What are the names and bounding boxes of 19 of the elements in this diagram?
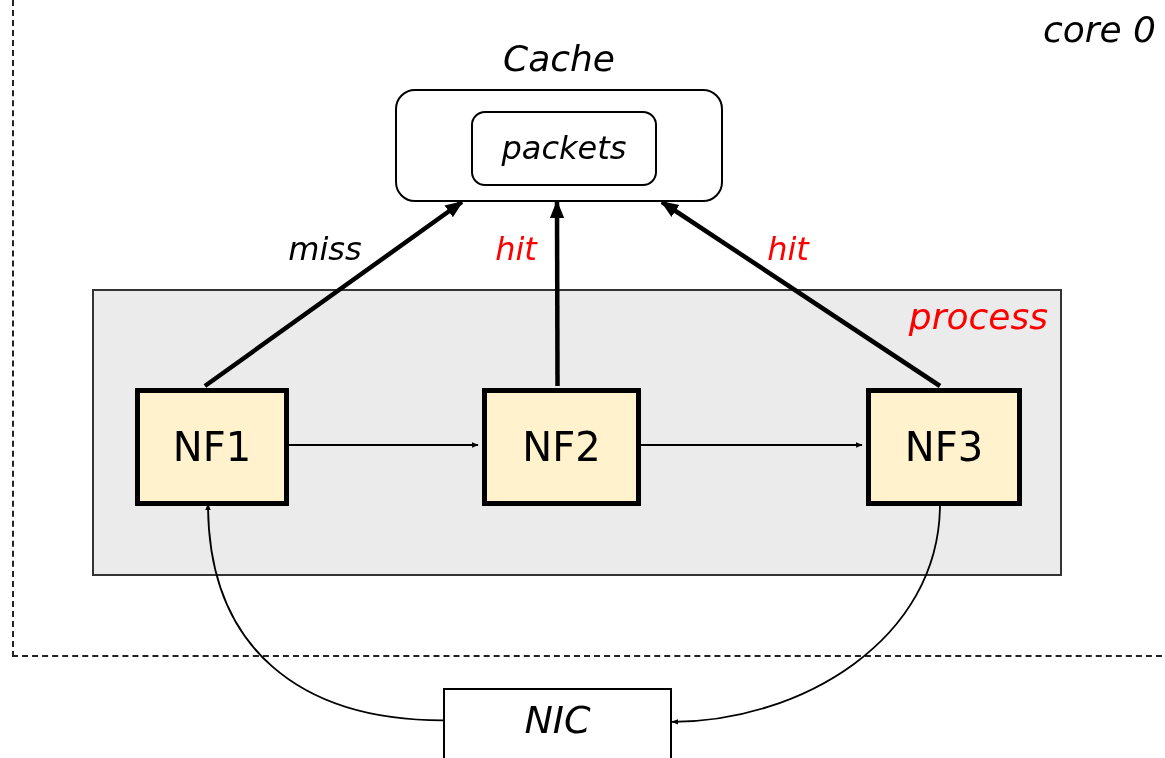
arrow [203, 200, 464, 388]
box-label: packets [501, 130, 627, 167]
process-box [482, 388, 641, 506]
shaded-band [92, 289, 1062, 576]
box-label: NIC [524, 700, 591, 742]
region-label: core 0 [1042, 10, 1156, 50]
arrow [549, 200, 565, 386]
arrow [671, 503, 941, 725]
box-label: NF1 [172, 425, 252, 469]
box [443, 688, 672, 758]
box-label: NF3 [904, 425, 984, 469]
box-label: NF2 [522, 425, 601, 469]
arrow [660, 200, 942, 388]
process-box [135, 388, 289, 506]
box-heading: Cache [503, 39, 615, 79]
arrow [205, 503, 444, 722]
rounded-box [471, 111, 657, 186]
process-box [866, 388, 1022, 506]
band-label: process [908, 297, 1048, 337]
